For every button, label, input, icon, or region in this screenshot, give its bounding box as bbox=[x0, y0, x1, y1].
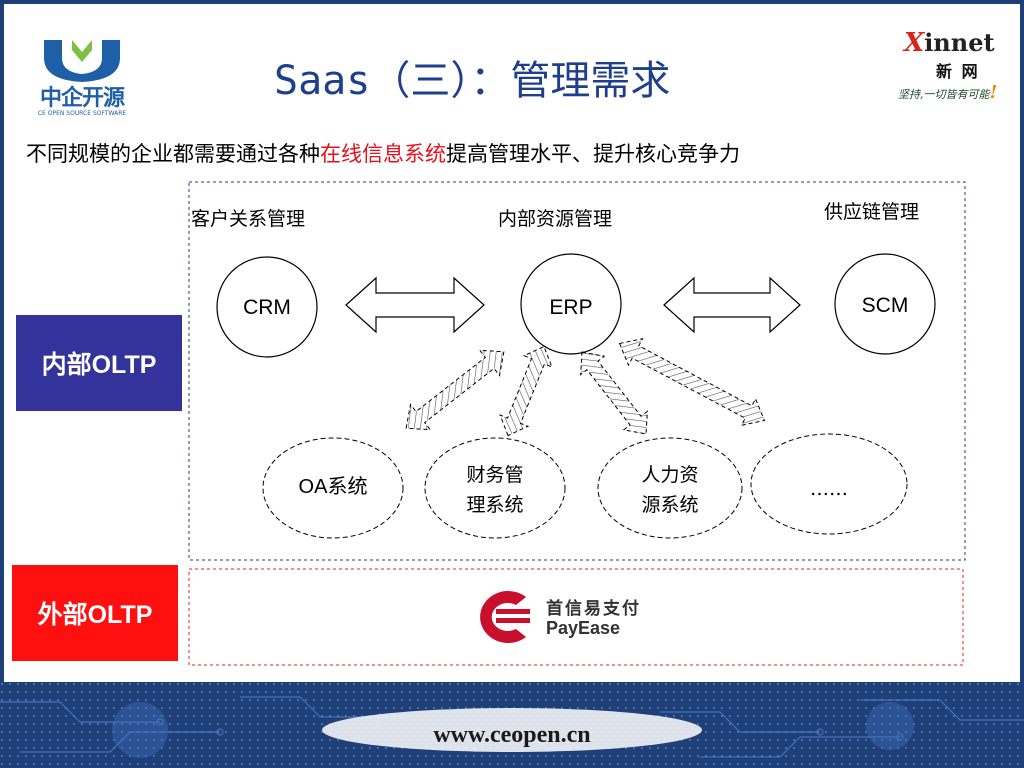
payease-en: PayEase bbox=[546, 618, 621, 638]
oa-ellipse bbox=[262, 437, 404, 539]
subtitle: 不同规模的企业都需要通过各种在线信息系统提高管理水平、提升核心竞争力 bbox=[26, 142, 740, 166]
zone-label-erp: 内部资源管理 bbox=[498, 208, 613, 230]
finance-label: 财务管 理系统 bbox=[466, 464, 524, 516]
more-ellipse bbox=[750, 433, 908, 535]
crm-erp-arrow bbox=[345, 276, 485, 334]
ceopen-logo-icon bbox=[44, 40, 120, 82]
erp-hr-link bbox=[580, 351, 648, 435]
internal-region bbox=[188, 181, 966, 561]
scm-label: SCM bbox=[861, 294, 909, 317]
logo-left-cn: 中企开源 bbox=[39, 86, 125, 111]
ceopen-logo: 中企开源 CE OPEN SOURCE SOFTWARE bbox=[32, 36, 132, 122]
external-region bbox=[188, 568, 964, 666]
erp-label: ERP bbox=[549, 296, 593, 319]
payease-logo: 首信易支付 PayEase bbox=[466, 586, 686, 656]
more-label: …… bbox=[810, 478, 848, 500]
zone-label-scm: 供应链管理 bbox=[824, 201, 920, 223]
logo-left-en: CE OPEN SOURCE SOFTWARE bbox=[37, 110, 127, 117]
erp-more-link bbox=[618, 338, 766, 426]
erp-scm-arrow bbox=[663, 276, 801, 334]
erp-finance-link bbox=[499, 345, 553, 437]
payease-cn: 首信易支付 bbox=[546, 599, 641, 619]
erp-oa-link bbox=[405, 349, 505, 431]
payease-emblem-icon bbox=[480, 591, 530, 643]
internal-oltp-label: 内部OLTP bbox=[16, 315, 182, 411]
oa-label: OA系统 bbox=[298, 476, 368, 498]
subtitle-highlight: 在线信息系统 bbox=[320, 142, 446, 166]
page-title: Saas（三）：管理需求 bbox=[274, 58, 671, 104]
hr-label: 人力资 源系统 bbox=[641, 464, 699, 516]
crm-node bbox=[216, 256, 318, 358]
footer-banner bbox=[0, 682, 1024, 768]
hr-ellipse bbox=[597, 437, 743, 539]
footer-url[interactable]: www.ceopen.cn bbox=[433, 722, 591, 748]
scm-node bbox=[834, 253, 936, 355]
diagram-canvas bbox=[188, 181, 966, 666]
zone-label-crm: 客户关系管理 bbox=[191, 208, 306, 230]
footer-circuit-pattern bbox=[0, 682, 1024, 768]
xinnet-sub: 新 网 bbox=[936, 62, 980, 81]
finance-ellipse bbox=[424, 437, 566, 539]
erp-node bbox=[520, 253, 622, 355]
xinnet-brand: Xinnet bbox=[904, 28, 995, 58]
crm-label: CRM bbox=[243, 296, 291, 319]
external-oltp-label: 外部OLTP bbox=[12, 565, 178, 661]
xinnet-slogan: 坚持,一切皆有可能! bbox=[898, 82, 998, 103]
xinnet-logo: Xinnet 新 网 坚持,一切皆有可能! bbox=[896, 28, 1008, 108]
